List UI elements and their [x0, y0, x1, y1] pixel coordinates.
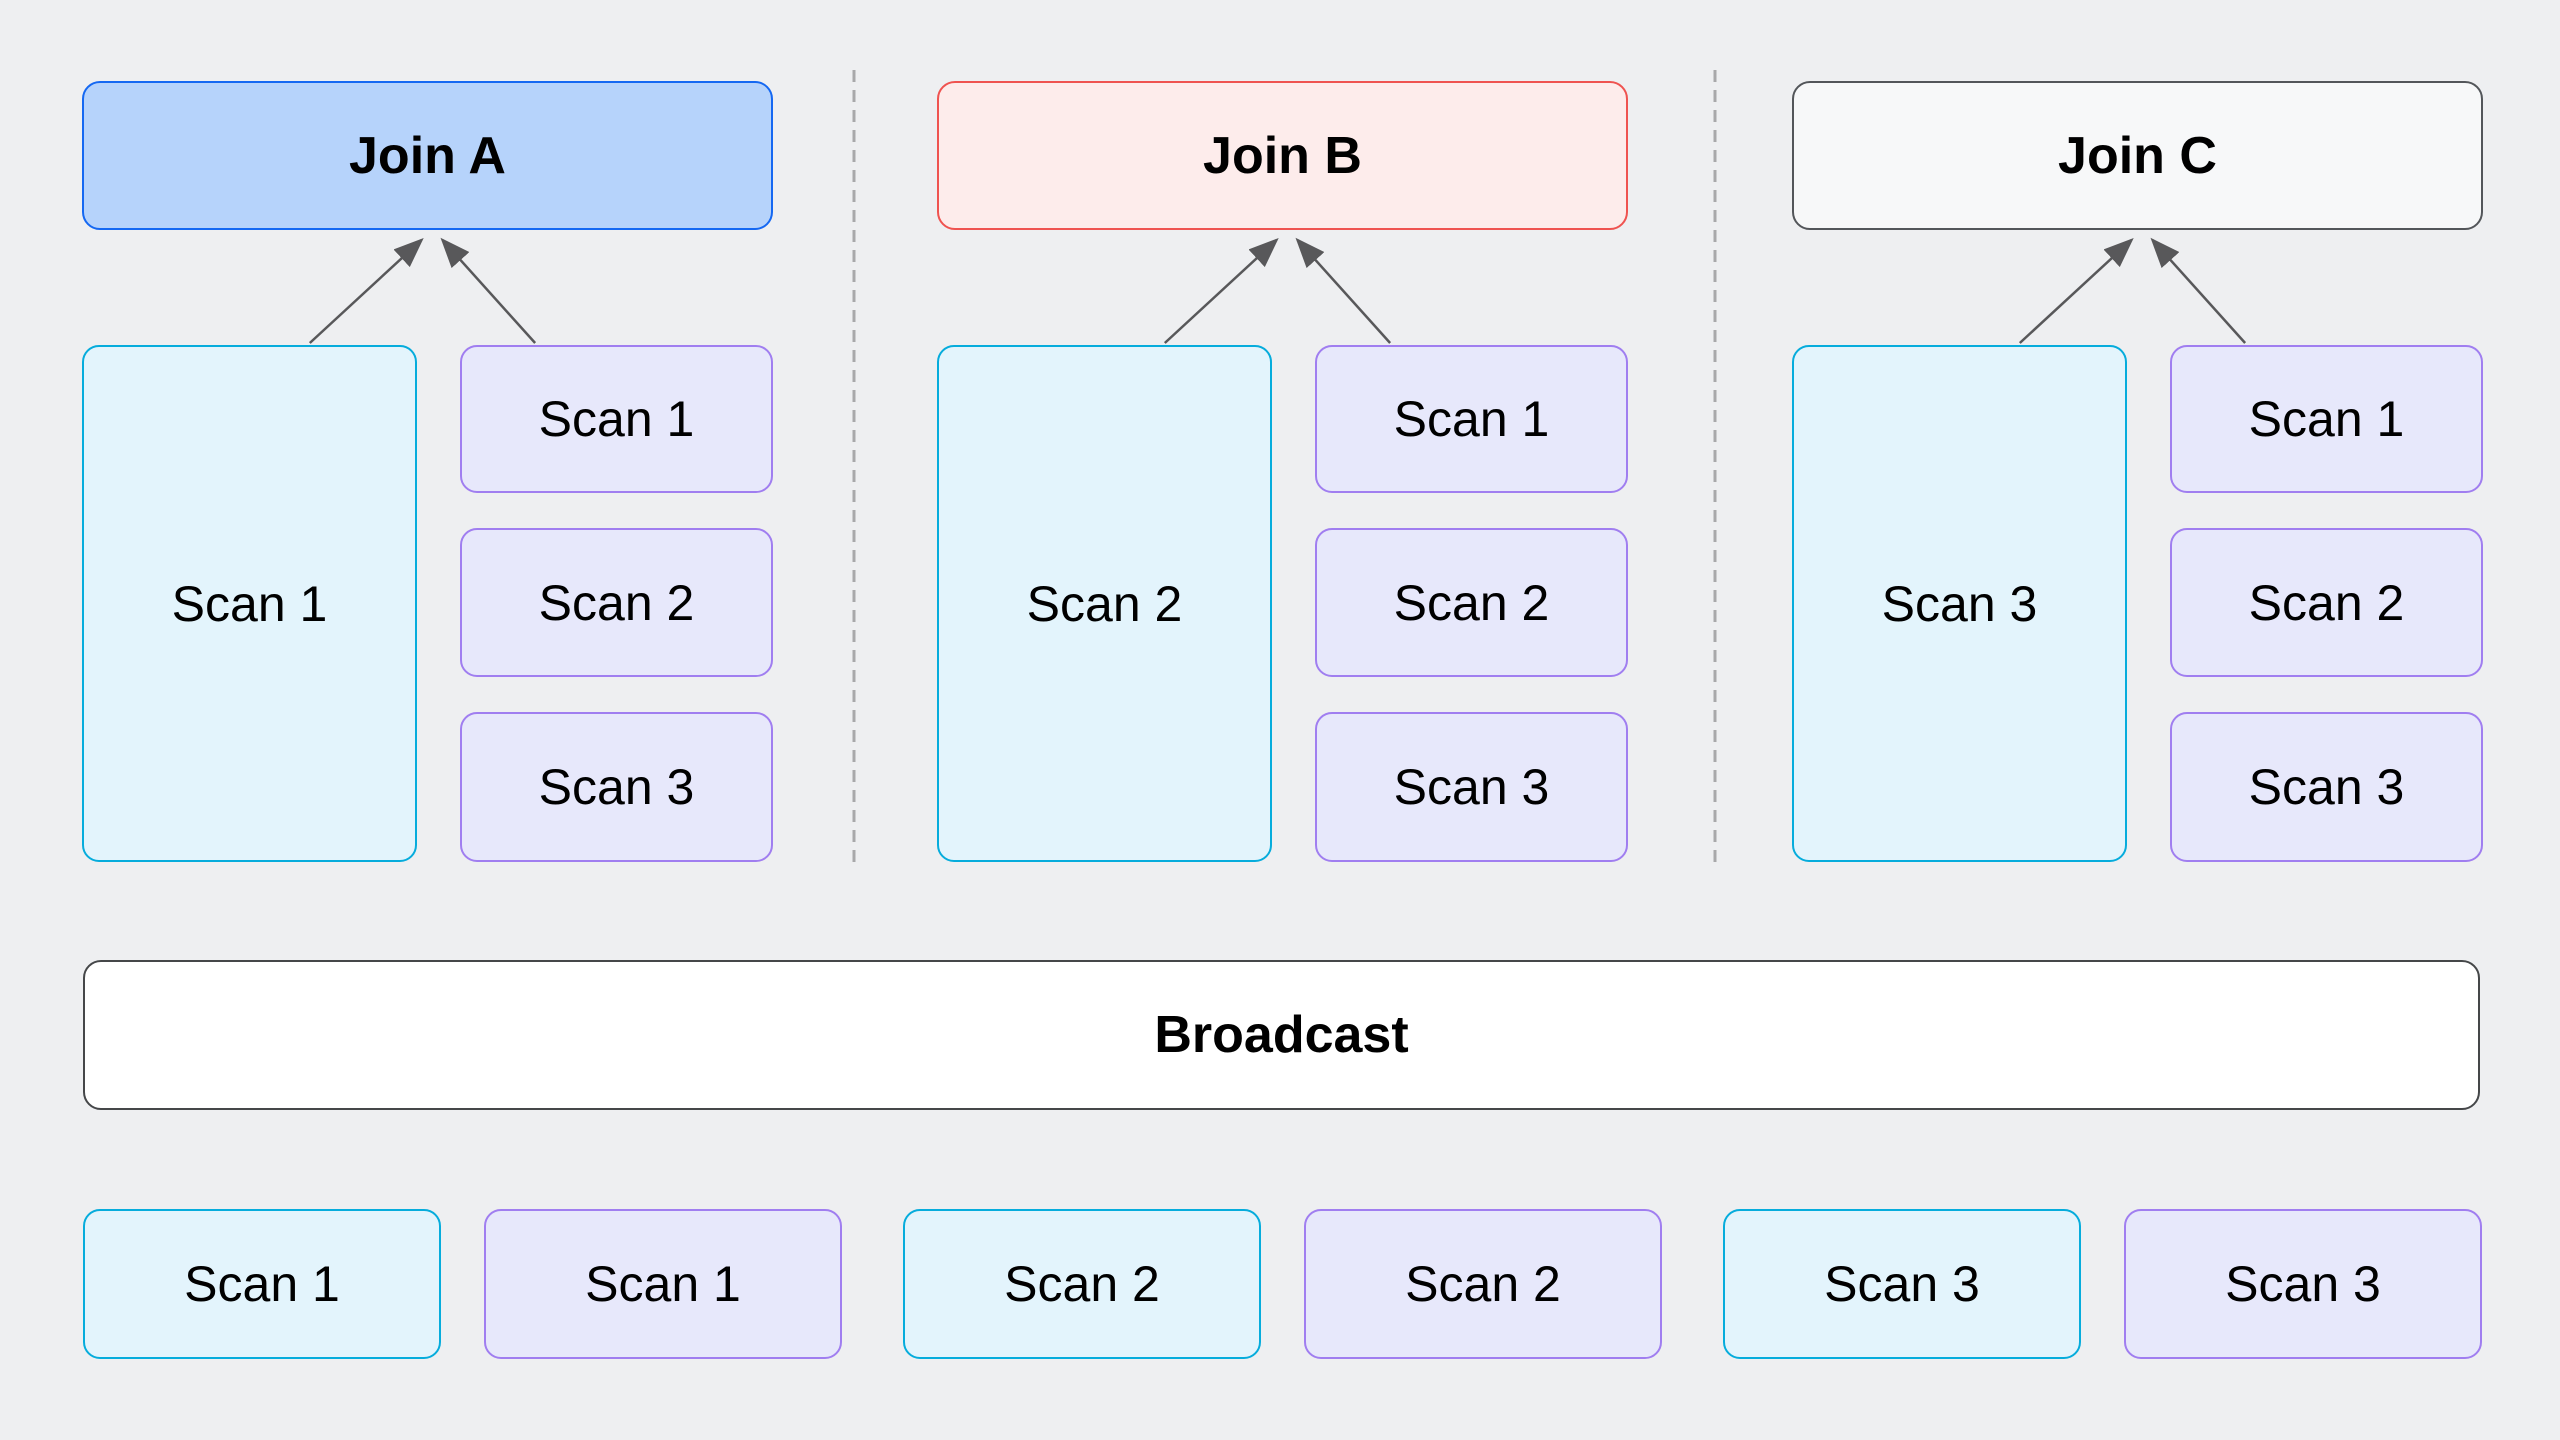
- stack-scan-node: Scan 2: [2170, 528, 2483, 677]
- join-a-node: Join A: [82, 81, 773, 230]
- bottom-scan-node-label: Scan 3: [1824, 1256, 1980, 1312]
- stack-scan-node-label: Scan 2: [1393, 574, 1550, 631]
- stack-scan-node-label: Scan 1: [538, 391, 695, 447]
- stack-scan-node-label: Scan 2: [2248, 574, 2405, 631]
- stack-scan-node: Scan 1: [1315, 345, 1628, 493]
- bottom-scan-node: Scan 1: [83, 1209, 441, 1359]
- bottom-scan-node-label: Scan 3: [2225, 1256, 2381, 1312]
- scan-to-join-arrow: [308, 237, 424, 344]
- join-c-node: Join C: [1792, 81, 2483, 230]
- tall-scan-node: Scan 1: [82, 345, 417, 862]
- scan-to-join-arrow: [440, 237, 537, 344]
- scan-to-join-arrow: [2150, 237, 2247, 344]
- stack-scan-node-label: Scan 3: [2248, 759, 2405, 815]
- join-input-arrows: [308, 237, 2247, 344]
- stack-scan-node: Scan 3: [2170, 712, 2483, 862]
- bottom-scan-node-label: Scan 1: [184, 1256, 340, 1312]
- stack-scan-node: Scan 1: [460, 345, 773, 493]
- stack-scan-node-label: Scan 1: [2248, 391, 2405, 447]
- stack-scan-node: Scan 2: [1315, 528, 1628, 677]
- tall-scan-node: Scan 2: [937, 345, 1272, 862]
- bottom-scan-node-label: Scan 1: [585, 1256, 741, 1312]
- tall-scan-node-label: Scan 3: [1881, 575, 2038, 632]
- join-a-node-label: Join A: [349, 126, 506, 185]
- broadcast-node-label: Broadcast: [1154, 1006, 1409, 1064]
- bottom-scan-node: Scan 3: [2124, 1209, 2482, 1359]
- bottom-scan-node: Scan 1: [484, 1209, 842, 1359]
- stack-scan-node-label: Scan 3: [1393, 759, 1550, 815]
- scan-to-join-arrow: [2018, 237, 2134, 344]
- stack-scan-node-label: Scan 3: [538, 759, 695, 815]
- bottom-scan-node: Scan 2: [903, 1209, 1261, 1359]
- tall-scan-node-label: Scan 2: [1026, 575, 1183, 632]
- bottom-scan-node-label: Scan 2: [1004, 1256, 1160, 1312]
- join-b-node: Join B: [937, 81, 1628, 230]
- tall-scan-node-label: Scan 1: [171, 575, 328, 632]
- stack-scan-node: Scan 2: [460, 528, 773, 677]
- join-b-node-label: Join B: [1203, 126, 1362, 185]
- tall-scan-node: Scan 3: [1792, 345, 2127, 862]
- bottom-scan-node-label: Scan 2: [1405, 1256, 1561, 1312]
- stack-scan-node: Scan 3: [460, 712, 773, 862]
- join-c-node-label: Join C: [2058, 126, 2217, 185]
- stack-scan-node-label: Scan 1: [1393, 391, 1550, 447]
- bottom-scan-node: Scan 2: [1304, 1209, 1662, 1359]
- stack-scan-node: Scan 1: [2170, 345, 2483, 493]
- stack-scan-node-label: Scan 2: [538, 574, 695, 631]
- scan-to-join-arrow: [1163, 237, 1279, 344]
- bottom-scan-node: Scan 3: [1723, 1209, 2081, 1359]
- broadcast-node: Broadcast: [83, 960, 2480, 1110]
- stack-scan-node: Scan 3: [1315, 712, 1628, 862]
- scan-to-join-arrow: [1295, 237, 1392, 344]
